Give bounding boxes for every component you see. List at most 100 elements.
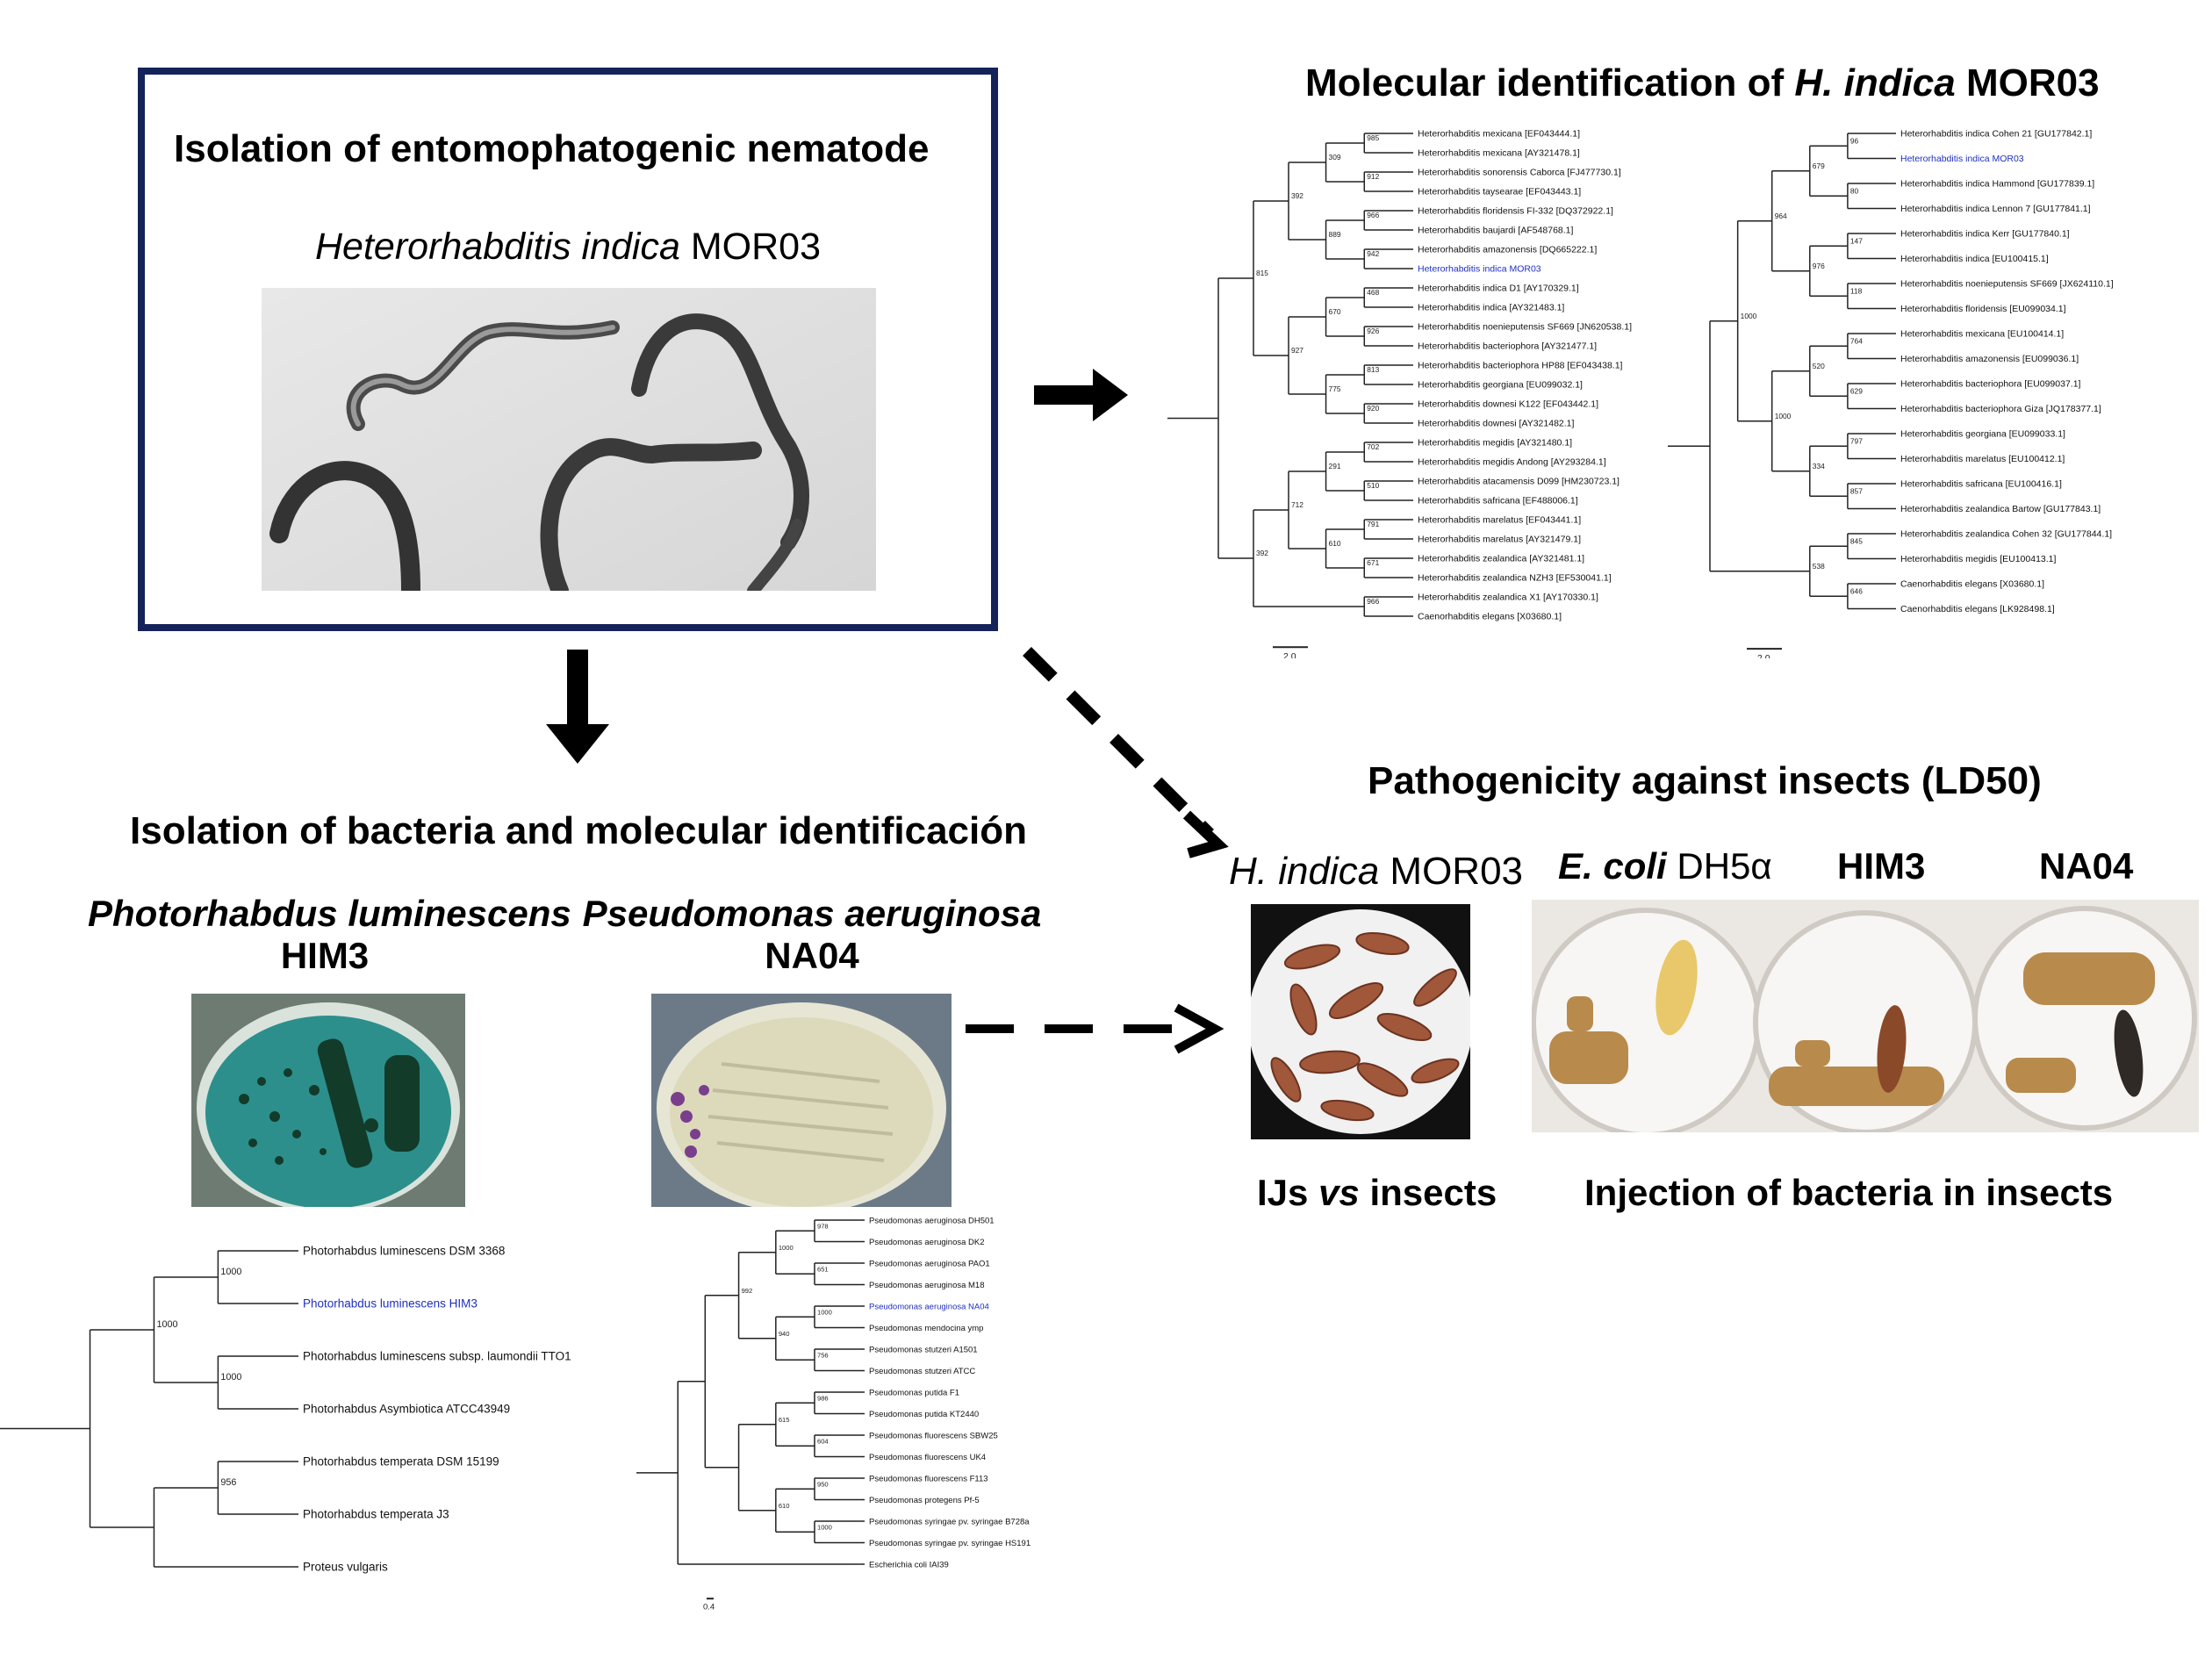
tree-leaf-label: Heterorhabditis floridensis FI-332 [DQ37…	[1418, 206, 1613, 217]
tree-leaf-label: Heterorhabditis baujardi [AF548768.1]	[1418, 226, 1574, 236]
bootstrap-value: 538	[1813, 562, 1825, 571]
tree-leaf-label: Heterorhabditis indica [AY321483.1]	[1418, 303, 1564, 313]
bootstrap-value: 950	[817, 1480, 829, 1488]
tree-leaf-label: Heterorhabditis georgiana [EU099032.1]	[1418, 380, 1583, 391]
bootstrap-value: 912	[1367, 172, 1379, 181]
tree-leaf-label: Heterorhabditis zealandica X1 [AY170330.…	[1418, 592, 1598, 603]
tree-leaf-label: Heterorhabditis marelatus [EF043441.1]	[1418, 515, 1581, 526]
bootstrap-value: 610	[779, 1502, 790, 1510]
phylogenetic-tree-hindica-1: Heterorhabditis mexicana [EF043444.1] Het…	[1167, 129, 1632, 658]
phylogenetic-tree-hindica-2: Heterorhabditis indica Cohen 21 [GU17784…	[1668, 129, 2114, 658]
tree-leaf-label: Heterorhabditis zealandica Bartow [GU177…	[1900, 504, 2101, 514]
tree-leaf-label: Heterorhabditis indica MOR03	[1900, 154, 2024, 164]
bootstrap-value: 1000	[220, 1372, 241, 1382]
tree-leaf-label: Photorhabdus Asymbiotica ATCC43949	[303, 1403, 510, 1416]
bootstrap-value: 992	[742, 1287, 753, 1295]
bootstrap-value: 1000	[817, 1523, 832, 1531]
bootstrap-value: 815	[1256, 269, 1268, 277]
tree-leaf-label: Heterorhabditis downesi K122 [EF043442.1…	[1418, 399, 1598, 410]
bootstrap-value: 604	[817, 1437, 829, 1445]
label-hindica: H. indica MOR03	[1229, 850, 1524, 893]
tree-leaf-label: Proteus vulgaris	[303, 1561, 388, 1574]
tree-leaf-label: Heterorhabditis indica Kerr [GU177840.1]	[1900, 229, 2070, 240]
tree-leaf-label: Caenorhabditis elegans [X03680.1]	[1900, 579, 2044, 590]
tree-leaf-label: Heterorhabditis indica Cohen 21 [GU17784…	[1900, 129, 2092, 140]
photo-petri-photorhabdus	[191, 994, 465, 1207]
bootstrap-value: 920	[1367, 404, 1379, 413]
tree-leaf-label: Photorhabdus luminescens subsp. laumondi…	[303, 1350, 571, 1363]
bootstrap-value: 1000	[220, 1267, 241, 1277]
tree-leaf-label: Caenorhabditis elegans [X03680.1]	[1418, 612, 1562, 622]
bootstrap-value: 942	[1367, 249, 1379, 258]
pathogenicity-title: Pathogenicity against insects (LD50)	[1368, 759, 2042, 802]
bootstrap-value: 392	[1256, 549, 1268, 557]
bootstrap-value: 712	[1291, 500, 1304, 509]
tree-leaf-label: Photorhabdus luminescens DSM 3368	[303, 1245, 505, 1258]
bootstrap-value: 857	[1850, 486, 1863, 495]
tree-leaf-label: Heterorhabditis amazonensis [EU099036.1]	[1900, 354, 2079, 364]
tree-leaf-label: Pseudomonas aeruginosa NA04	[869, 1302, 989, 1311]
arrow-down-to-bacteria	[546, 650, 609, 764]
tree-leaf-label: Heterorhabditis zealandica Cohen 32 [GU1…	[1900, 529, 2112, 540]
bootstrap-value: 986	[817, 1394, 829, 1402]
scale-bar-label: 2.0	[1283, 651, 1296, 658]
tree-leaf-label: Heterorhabditis megidis [AY321480.1]	[1418, 438, 1572, 449]
tree-leaf-label: Heterorhabditis bacteriophora Giza [JQ17…	[1900, 404, 2101, 414]
label-photorhabdus: Photorhabdus luminescens HIM3	[88, 893, 571, 976]
bootstrap-value: 679	[1813, 162, 1825, 170]
tree-leaf-label: Photorhabdus temperata DSM 15199	[303, 1455, 499, 1469]
bootstrap-value: 96	[1850, 136, 1859, 145]
bootstrap-value: 334	[1813, 462, 1825, 470]
bootstrap-value: 956	[220, 1477, 236, 1488]
tree-leaf-label: Heterorhabditis mexicana [EF043444.1]	[1418, 129, 1580, 140]
bootstrap-value: 670	[1329, 307, 1341, 316]
bootstrap-value: 610	[1329, 539, 1341, 548]
tree-leaf-label: Heterorhabditis atacamensis D099 [HM2307…	[1418, 477, 1620, 487]
tree-leaf-label: Heterorhabditis megidis [EU100413.1]	[1900, 554, 2057, 564]
tree-leaf-label: Photorhabdus luminescens HIM3	[303, 1297, 478, 1311]
bootstrap-value: 791	[1367, 520, 1379, 528]
label-na04: NA04	[765, 935, 859, 976]
bootstrap-value: 926	[1367, 327, 1379, 335]
tree-leaf-label: Pseudomonas putida F1	[869, 1388, 959, 1397]
bootstrap-value: 1000	[156, 1319, 177, 1330]
bootstrap-value: 520	[1813, 362, 1825, 370]
caption-ijs-vs-insects: IJs vs insects	[1257, 1172, 1497, 1213]
tree-leaf-label: Pseudomonas fluorescens SBW25	[869, 1431, 998, 1440]
tree-leaf-label: Heterorhabditis noenieputensis SF669 [JX…	[1900, 279, 2114, 290]
tree-leaf-label: Heterorhabditis bacteriophora HP88 [EF04…	[1418, 361, 1623, 371]
tree-leaf-label: Pseudomonas mendocina ymp	[869, 1324, 983, 1333]
tree-leaf-label: Heterorhabditis amazonensis [DQ665222.1]	[1418, 245, 1597, 255]
tree-leaf-label: Heterorhabditis georgiana [EU099033.1]	[1900, 429, 2065, 440]
tree-leaf-label: Pseudomonas syringae pv. syringae HS191	[869, 1539, 1031, 1548]
bootstrap-value: 1000	[779, 1244, 794, 1252]
tree-leaf-label: Pseudomonas protegens Pf-5	[869, 1496, 980, 1505]
bootstrap-value: 147	[1850, 236, 1863, 245]
bootstrap-value: 309	[1329, 153, 1341, 162]
bootstrap-value: 80	[1850, 186, 1859, 195]
tree-leaf-label: Heterorhabditis zealandica NZH3 [EF53004…	[1418, 573, 1612, 584]
scale-bar-label: 2.0	[1757, 653, 1770, 658]
bootstrap-value: 468	[1367, 288, 1379, 297]
tree-leaf-label: Pseudomonas fluorescens F113	[869, 1474, 988, 1483]
photo-injection-insects	[1532, 900, 2199, 1132]
tree-leaf-label: Pseudomonas aeruginosa M18	[869, 1281, 985, 1290]
tree-leaf-label: Heterorhabditis bacteriophora [AY321477.…	[1418, 341, 1597, 352]
scale-bar-label: 0.4	[703, 1603, 715, 1612]
bootstrap-value: 985	[1367, 133, 1379, 142]
nematode-panel-title: Isolation of entomophatogenic nematode	[174, 127, 930, 170]
label-na04-insects: NA04	[2039, 845, 2134, 887]
tree-leaf-label: Heterorhabditis indica MOR03	[1418, 264, 1541, 275]
tree-leaf-label: Heterorhabditis megidis Andong [AY293284…	[1418, 457, 1606, 468]
arrow-dashed-to-pathogenicity	[1023, 647, 1229, 858]
tree-leaf-label: Pseudomonas syringae pv. syringae B728a	[869, 1517, 1030, 1526]
bootstrap-value: 813	[1367, 365, 1379, 374]
bootstrap-value: 1000	[817, 1308, 832, 1316]
label-him3: HIM3	[280, 935, 370, 976]
bootstrap-value: 797	[1850, 436, 1863, 445]
tree-leaf-label: Heterorhabditis noenieputensis SF669 [JN…	[1418, 322, 1632, 333]
tree-leaf-label: Heterorhabditis indica Hammond [GU177839…	[1900, 179, 2094, 190]
label-pseudomonas: Pseudomonas aeruginosa NA04	[582, 893, 1042, 976]
tree-leaf-label: Heterorhabditis zealandica [AY321481.1]	[1418, 554, 1584, 564]
